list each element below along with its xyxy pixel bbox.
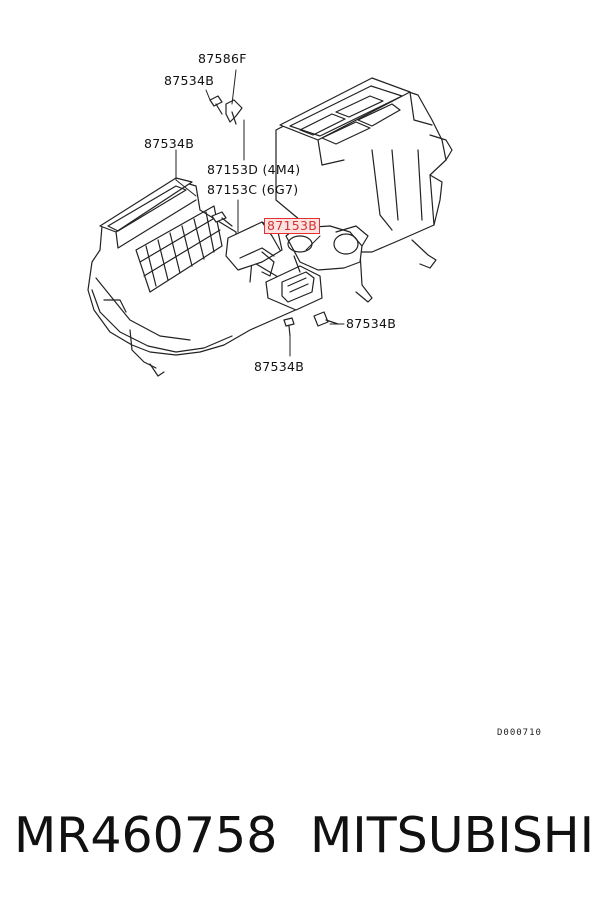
diagram-code: D000710 <box>497 728 542 738</box>
part-label-87153b-highlighted[interactable]: 87153B <box>264 218 321 234</box>
part-number: MR460758 <box>14 807 278 864</box>
part-label-87153d[interactable]: 87153D (4M4) <box>207 162 301 177</box>
blower-housing <box>87 177 311 377</box>
part-label-87153c[interactable]: 87153C (6G7) <box>207 182 299 197</box>
middle-assembly <box>225 221 369 311</box>
part-label-87534b-left[interactable]: 87534B <box>144 136 195 151</box>
screw-icons <box>209 95 339 337</box>
part-label-87586f[interactable]: 87586F <box>198 51 247 66</box>
leader-lines <box>175 69 345 357</box>
upper-housing <box>275 77 453 303</box>
part-label-87534b-right[interactable]: 87534B <box>346 316 397 331</box>
brand-name: MITSUBISHI <box>310 807 595 864</box>
heater-blower-unit-drawing <box>87 69 453 377</box>
part-label-87534b-top[interactable]: 87534B <box>164 73 215 88</box>
part-label-87534b-bottom[interactable]: 87534B <box>254 359 305 374</box>
